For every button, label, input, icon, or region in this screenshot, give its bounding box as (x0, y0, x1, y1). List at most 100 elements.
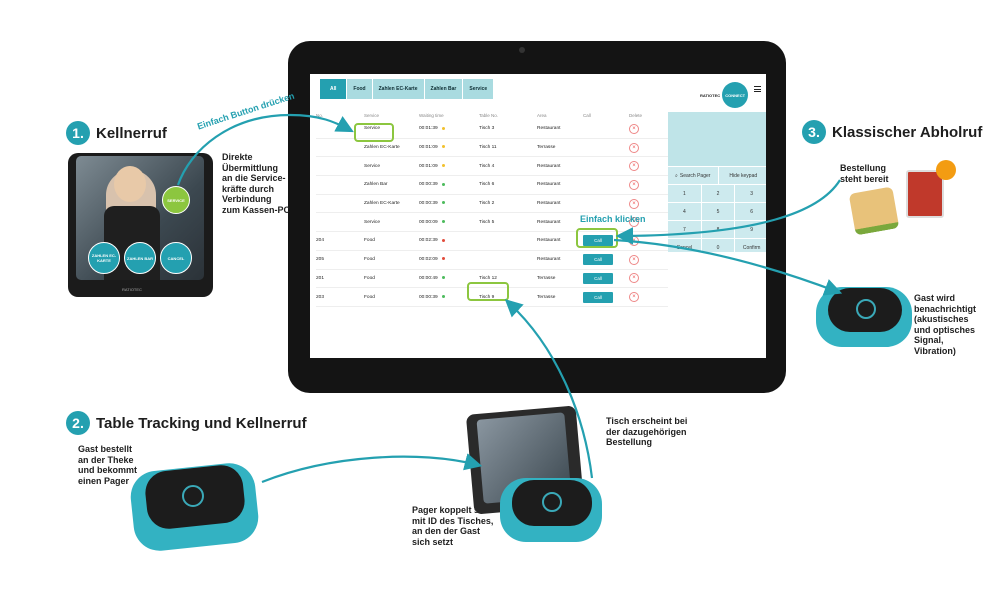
waiting-time-value: 00:01:09 (419, 163, 438, 169)
col-no: No. (316, 112, 324, 118)
delete-icon[interactable]: × (629, 292, 639, 303)
row-waiting-time: 00:00:39 (419, 182, 479, 187)
col-service: Service (364, 112, 380, 118)
step-3-title: Klassischer Abholruf (832, 124, 983, 141)
delete-icon[interactable]: × (629, 217, 639, 228)
confirm-key[interactable]: Confirm (742, 244, 761, 251)
row-waiting-time: 00:02:39 (419, 238, 479, 243)
device-zahlen-bar-button[interactable]: ZAHLEN BAR (124, 242, 156, 274)
tab-zahlen-bar[interactable]: Zahlen Bar (424, 79, 464, 99)
row-area: Restaurant (537, 126, 561, 132)
row-delete: × (629, 142, 659, 153)
status-dot (441, 201, 445, 205)
waiting-time-value: 00:00:49 (419, 275, 438, 281)
row-service: Service (364, 219, 380, 225)
col-area: Area (537, 112, 547, 118)
row-waiting-time: 00:01:39 (419, 126, 479, 131)
row-delete: × (629, 179, 659, 190)
row-table-no: Tisch 9 (479, 294, 495, 300)
key-1[interactable]: 1 (668, 185, 702, 202)
col-delete: Delete (629, 112, 643, 118)
search-icon: ⌕ (675, 172, 678, 179)
row-no: 204 (316, 238, 325, 244)
row-table-no: Tisch 6 (479, 182, 495, 188)
row-service: Zahlen EC-Karte (364, 145, 400, 151)
row-waiting-time: 00:00:49 (419, 276, 479, 281)
row-area: Restaurant (537, 163, 561, 169)
delete-icon[interactable]: × (629, 254, 639, 265)
step-3-text-top: Bestellung steht bereit (840, 163, 889, 184)
key-7[interactable]: 7 (668, 221, 702, 238)
menu-icon[interactable] (754, 86, 761, 92)
call-button[interactable]: Call (583, 272, 613, 284)
row-call: Call (583, 235, 629, 247)
status-dot (441, 220, 445, 224)
status-dot (441, 276, 445, 280)
row-call: Call (583, 254, 629, 266)
tab-all[interactable]: All (320, 79, 348, 99)
device-zahlen-ec-karte-button[interactable]: ZAHLEN EC-KARTE (88, 242, 120, 274)
row-service: Food (364, 294, 375, 300)
waiting-time-value: 00:00:39 (419, 201, 438, 207)
call-button[interactable]: Call (583, 291, 613, 303)
call-button[interactable]: Call (583, 235, 613, 247)
device-cancel-button[interactable]: CANCEL (160, 242, 192, 274)
delete-icon[interactable]: × (629, 123, 639, 134)
col-table-no: Table No. (479, 112, 499, 118)
row-service: Zahlen EC-Karte (364, 201, 400, 207)
step-2-text-left: Gast bestellt an der Theke und bekommt e… (78, 444, 138, 486)
row-service: Food (364, 275, 375, 281)
row-table-no: Tisch 11 (479, 145, 497, 151)
delete-icon[interactable]: × (629, 273, 639, 284)
row-waiting-time: 00:01:09 (419, 145, 479, 150)
key-4[interactable]: 4 (668, 203, 702, 220)
tab-food[interactable]: Food (347, 79, 373, 99)
table-header: No. Service Waiting time Table No. Area … (316, 110, 668, 120)
row-table-no: Tisch 12 (479, 275, 497, 281)
delete-icon[interactable]: × (629, 198, 639, 209)
arrow-device-to-tisch9 (504, 299, 594, 479)
key-5[interactable]: 5 (702, 203, 736, 220)
row-area: Restaurant (537, 238, 561, 244)
delete-icon[interactable]: × (629, 161, 639, 172)
key-3[interactable]: 3 (750, 190, 754, 197)
tab-service[interactable]: Service (463, 79, 495, 99)
row-area: Terrasse (537, 145, 556, 151)
row-table-no: Tisch 3 (479, 126, 495, 132)
step-3-badge: 3. (802, 120, 826, 144)
waiting-time-value: 00:00:39 (419, 294, 438, 300)
waiting-time-value: 00:00:09 (419, 219, 438, 225)
delete-icon[interactable]: × (629, 142, 639, 153)
key-9[interactable]: 9 (750, 226, 754, 233)
pager-guest-ring (182, 485, 204, 507)
row-delete: × (629, 292, 659, 303)
search-pager-button[interactable]: ⌕Search Pager (668, 167, 719, 184)
status-dot (441, 294, 445, 298)
delete-icon[interactable]: × (629, 179, 639, 190)
row-service: Service (364, 163, 380, 169)
key-6[interactable]: 6 (750, 208, 754, 215)
key-0[interactable]: 0 (702, 239, 736, 256)
row-delete: × (629, 217, 659, 228)
tab-zahlen-ec-karte[interactable]: Zahlen EC-Karte (372, 79, 425, 99)
row-table-no: Tisch 5 (479, 219, 495, 225)
row-delete: × (629, 273, 659, 284)
hide-keypad-button[interactable]: Hide keypad (729, 172, 758, 179)
arrow-pager-to-device (261, 453, 483, 484)
arrow-call-to-pager (613, 238, 843, 296)
filter-tabs: All Food Zahlen EC-Karte Zahlen Bar Serv… (320, 79, 495, 99)
call-button[interactable]: Call (583, 254, 613, 266)
brand-circle: CONNECT (722, 82, 749, 108)
orders-table: No. Service Waiting time Table No. Area … (316, 110, 668, 307)
device-service-button[interactable]: SERVICE (162, 186, 190, 214)
step-3-text-right: Gast wird benachrichtigt (akustisches un… (914, 293, 977, 356)
key-2[interactable]: 2 (702, 185, 736, 202)
waiting-time-value: 00:00:39 (419, 182, 438, 188)
